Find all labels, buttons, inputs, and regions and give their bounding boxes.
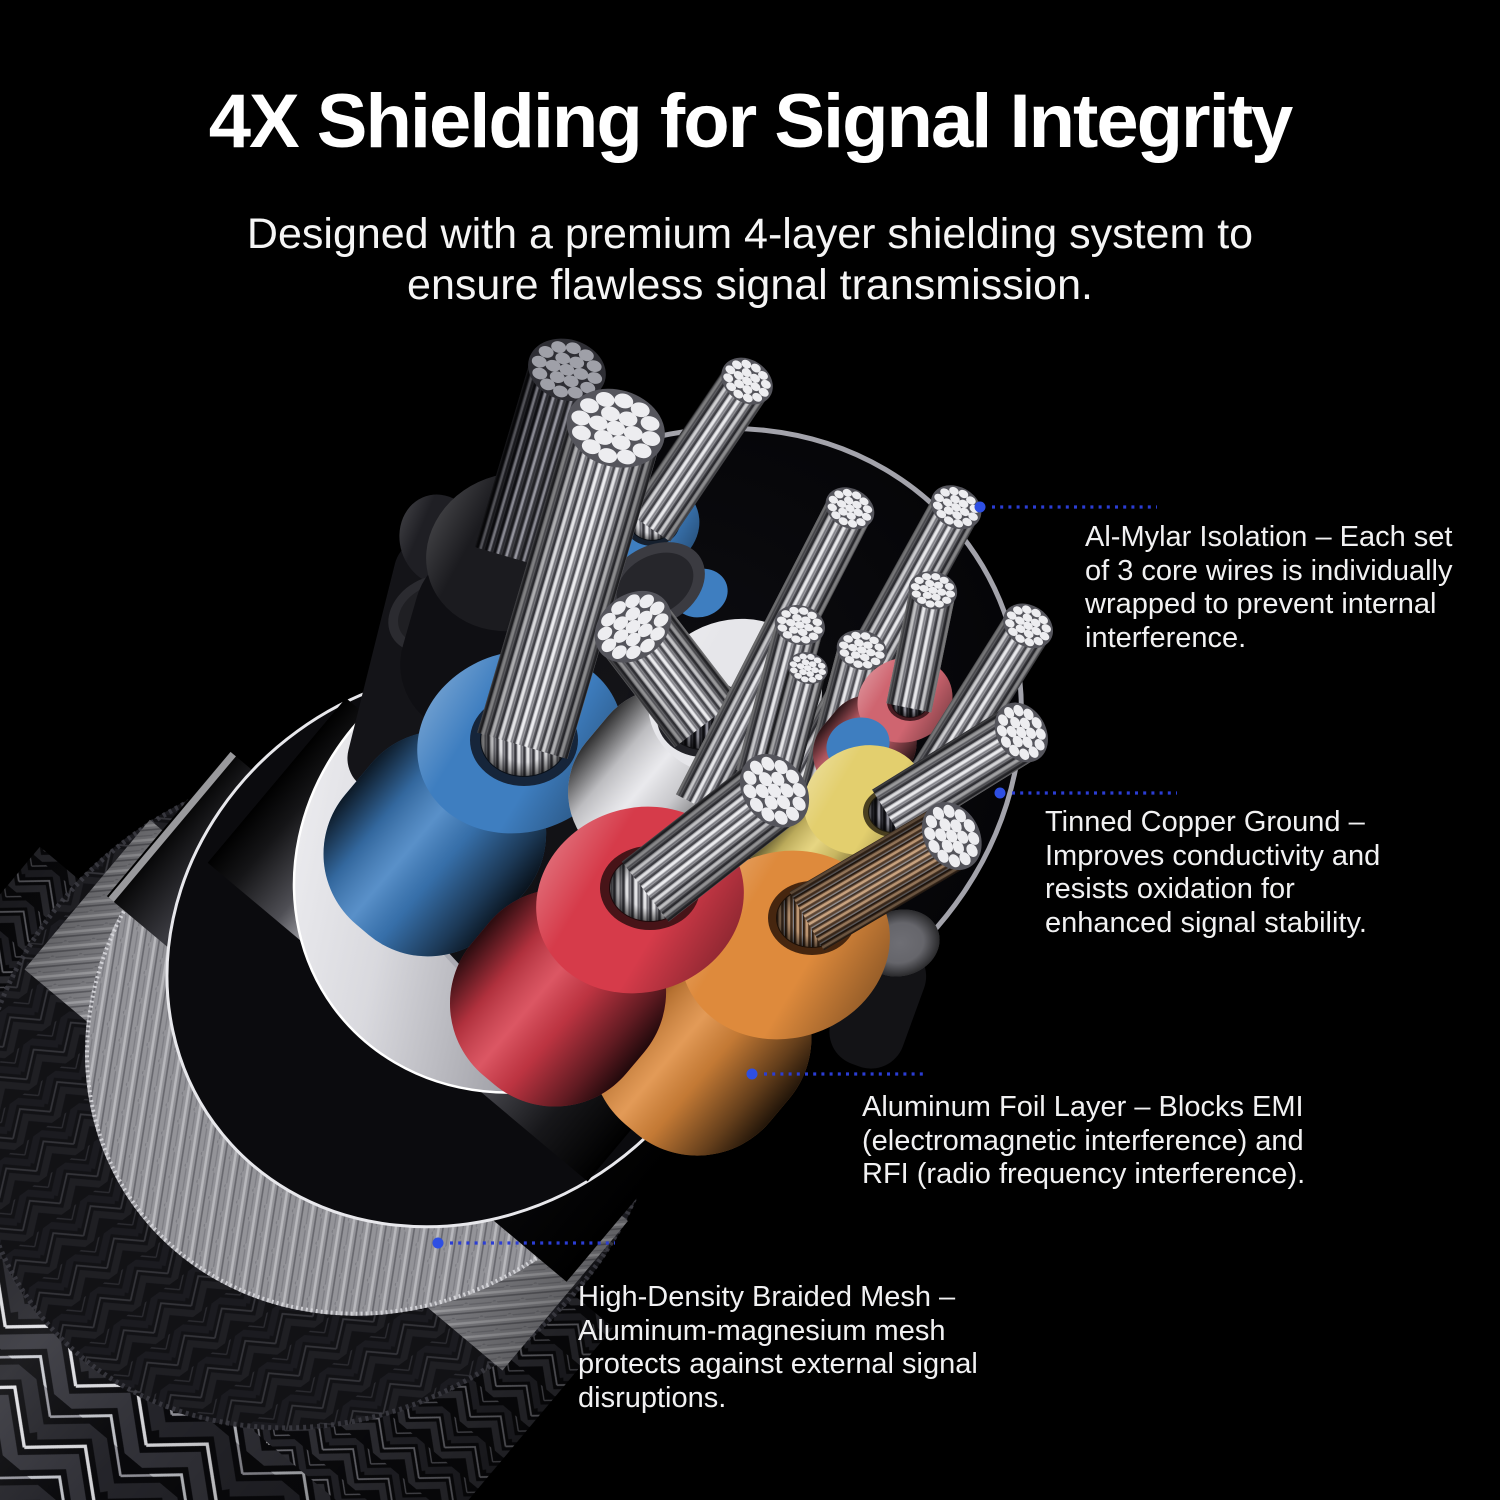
annotation-line: Al-Mylar Isolation – Each set — [1085, 521, 1453, 553]
annotation-line: Aluminum Foil Layer – Blocks EMI — [862, 1091, 1304, 1123]
annotation-line: RFI (radio frequency interference). — [862, 1158, 1306, 1190]
strand-bundle — [477, 380, 671, 760]
annotation-line: wrapped to prevent internal — [1085, 588, 1437, 620]
annotation-line: enhanced signal stability. — [1045, 906, 1367, 939]
strand-bundle — [627, 350, 780, 542]
annotation-line: Aluminum-magnesium mesh — [578, 1314, 946, 1347]
page-title: 4X Shielding for Signal Integrity — [208, 79, 1294, 164]
annotation-line: protects against external signal — [578, 1348, 978, 1380]
leader-braided-mesh — [432, 1237, 615, 1249]
annotation-high-density-braided-mesh: High-Density Braided Mesh – Aluminum-mag… — [578, 1281, 978, 1415]
leader-al-mylar — [974, 501, 1157, 513]
annotation-line: High-Density Braided Mesh – — [578, 1281, 956, 1313]
annotation-line: disruptions. — [578, 1381, 727, 1414]
strand-bundle — [621, 743, 820, 922]
strand-bundle — [872, 695, 1057, 841]
page-subtitle: Designed with a premium 4-layer shieldin… — [0, 209, 1500, 311]
subtitle-line: ensure flawless signal transmission. — [407, 261, 1093, 309]
annotation-line: Improves conductivity and — [1045, 839, 1381, 872]
strand-bundle — [584, 579, 739, 748]
annotation-tinned-copper-ground: Tinned Copper Ground – Improves conducti… — [1045, 806, 1380, 940]
strand-bundle — [886, 568, 959, 713]
leader-tinned-copper — [994, 787, 1177, 799]
annotation-al-mylar-isolation: Al-Mylar Isolation – Each set of 3 core … — [1085, 521, 1452, 655]
wire-red — [450, 743, 820, 1107]
subtitle-line: Designed with a premium 4-layer shieldin… — [246, 210, 1254, 258]
bare-strand-bundles — [675, 478, 987, 824]
annotation-line: resists oxidation for — [1045, 873, 1295, 905]
annotation-line: Tinned Copper Ground – — [1045, 806, 1365, 838]
annotation-aluminum-foil-layer: Aluminum Foil Layer – Blocks EMI (electr… — [862, 1091, 1305, 1192]
leader-aluminum-foil — [746, 1068, 925, 1080]
annotation-line: interference. — [1085, 621, 1247, 654]
annotation-line: of 3 core wires is individually — [1085, 554, 1453, 587]
annotation-line: (electromagnetic interference) and — [862, 1124, 1304, 1157]
strand-bundle-copper — [789, 794, 991, 951]
